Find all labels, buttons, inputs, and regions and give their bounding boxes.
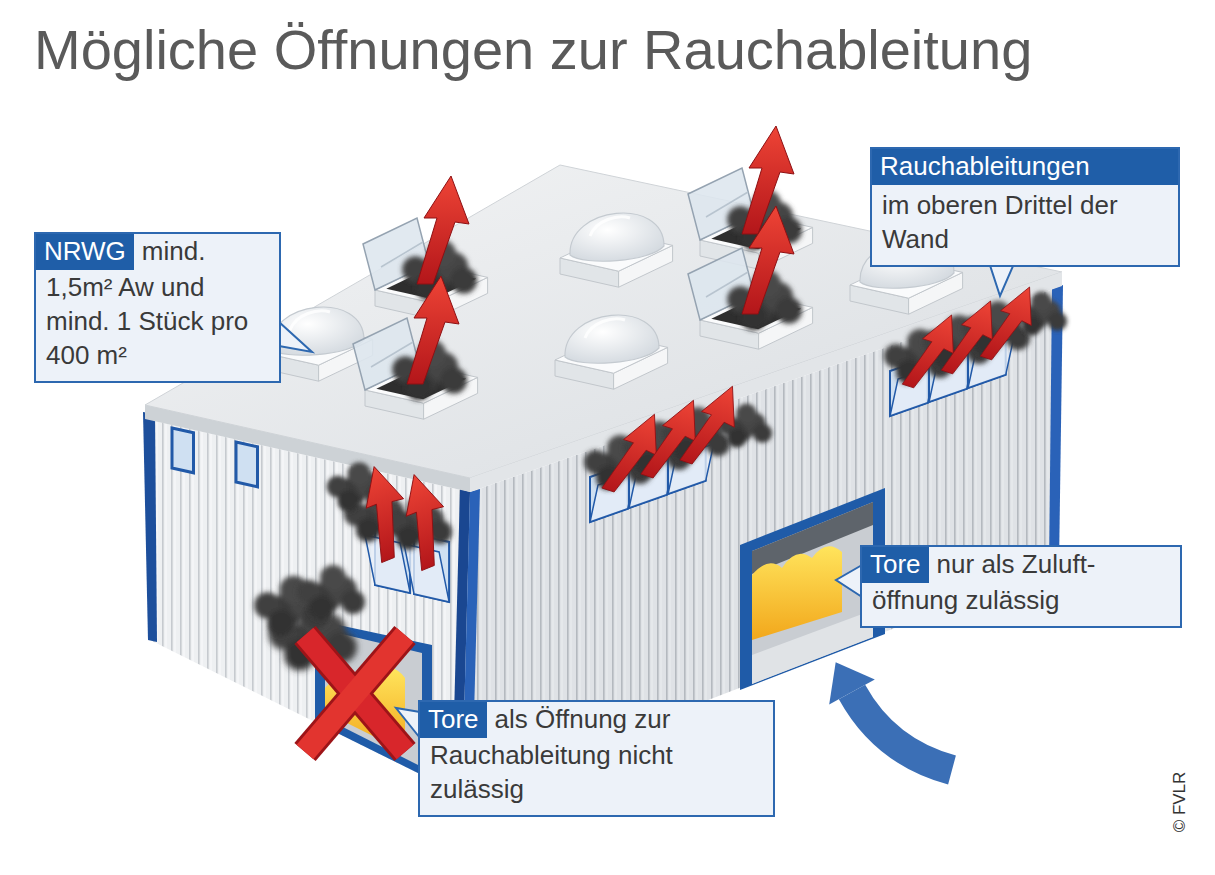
roof-vent <box>417 176 469 284</box>
callout-text: im oberen Drittel der Wand <box>882 190 1118 254</box>
corner-pillar <box>143 412 157 642</box>
forbidden-cross <box>305 635 405 752</box>
smoke-arrow <box>387 469 462 571</box>
callout-box: NRWGmind. 1,5m² Aw und mind. 1 Stück pro… <box>34 232 281 383</box>
callout-heading: Tore <box>420 702 487 738</box>
roof-dome <box>565 315 659 363</box>
wall-window <box>172 428 194 473</box>
copyright-note: © FVLR <box>1170 762 1190 842</box>
callout-pointer <box>396 708 420 738</box>
forbidden-cross <box>305 635 405 752</box>
smoke-arrow <box>347 279 1042 570</box>
roof-vent <box>742 206 794 314</box>
roof-dome <box>270 307 364 355</box>
air-inflow-arrow <box>852 692 952 770</box>
forbidden-cross <box>305 635 405 752</box>
smoke-arrow <box>680 378 746 473</box>
forbidden-cross <box>305 635 405 752</box>
callout-box: Rauchableitungen im oberen Drittel der Wa… <box>870 147 1180 267</box>
callout-box: Torenur als Zuluft-öffnung zulässig <box>860 545 1182 628</box>
air-inflow-arrow <box>829 662 875 704</box>
callout-heading: Rauchableitungen <box>872 149 1178 185</box>
gate-open <box>752 502 873 684</box>
roof-vent <box>407 276 459 384</box>
forbidden-cross <box>305 635 405 752</box>
roof-vent <box>363 176 488 319</box>
roof-dome <box>570 213 664 261</box>
callout-heading: NRWG <box>36 234 134 270</box>
smoke-arrow <box>980 279 1042 368</box>
roof-dome <box>555 315 668 389</box>
diagram-title: Mögliche Öffnungen zur Rauchableitung <box>34 16 1032 83</box>
roof-vent <box>688 206 813 349</box>
roof-vent <box>353 276 478 419</box>
callout-box: Toreals Öffnung zur Rauchableitung nicht… <box>418 700 775 817</box>
gate-open <box>752 546 842 640</box>
wall-smoke <box>297 565 365 620</box>
roof-dome <box>560 213 673 287</box>
callout-pointer <box>836 565 862 597</box>
callout-pointer <box>279 322 312 352</box>
wall-window <box>236 442 258 487</box>
air-inflow-arrow <box>829 662 952 770</box>
callout-heading: Tore <box>862 547 929 583</box>
